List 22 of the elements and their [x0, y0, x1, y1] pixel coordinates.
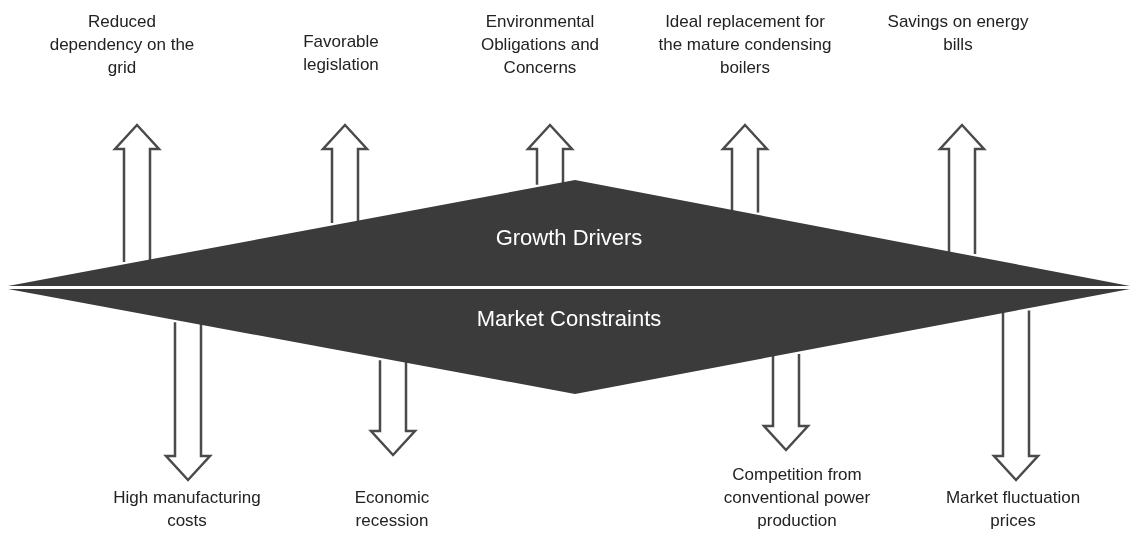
block-arrow [525, 123, 575, 186]
callout-text: Ideal replacement for the mature condensing boilers [655, 10, 835, 79]
lower-half-diamond [8, 289, 1130, 394]
block-arrow [761, 352, 811, 452]
callout-text: Savings on energy bills [878, 10, 1038, 56]
block-arrow [320, 123, 370, 225]
callout-text: Market fluctuation prices [928, 486, 1098, 532]
callout-text: Environmental Obligations and Concerns [465, 10, 615, 79]
callout-text: Reduced dependency on the grid [47, 10, 197, 79]
block-arrow [937, 123, 987, 256]
block-arrow [112, 123, 162, 264]
callout-text: Competition from conventional power production [702, 463, 892, 532]
upper-half-diamond [8, 180, 1130, 286]
block-arrow [163, 321, 213, 482]
callout-text: Favorable legislation [266, 30, 416, 76]
block-arrow [991, 309, 1041, 482]
section-title: Market Constraints [475, 306, 663, 332]
block-arrow [368, 359, 418, 457]
section-title: Growth Drivers [494, 225, 644, 251]
callout-text: High manufacturing costs [102, 486, 272, 532]
callout-text: Economic recession [322, 486, 462, 532]
block-arrow [720, 123, 770, 214]
